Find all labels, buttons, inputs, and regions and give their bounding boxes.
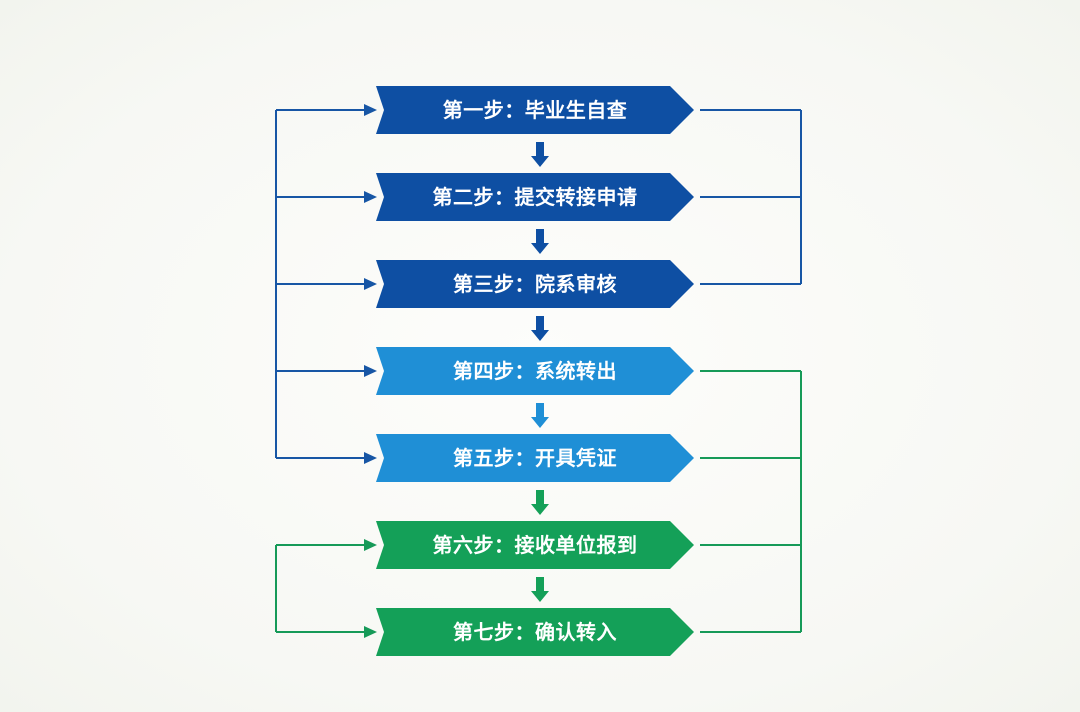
step-label-4: 第四步：系统转出 — [453, 359, 617, 383]
step-shape-4 — [376, 347, 694, 395]
step-shape-3 — [376, 260, 694, 308]
bracket-arrow-head — [364, 539, 377, 551]
step-box-6: 第六步：接收单位报到 — [376, 521, 694, 569]
flow-arrow-head — [531, 243, 549, 254]
flow-arrow-shaft — [536, 142, 544, 157]
flow-arrow-shaft — [536, 403, 544, 418]
step-box-4: 第四步：系统转出 — [376, 347, 694, 395]
step-label-5: 第五步：开具凭证 — [453, 446, 617, 470]
step-box-5: 第五步：开具凭证 — [376, 434, 694, 482]
right-blue-bracket — [700, 109, 802, 285]
step-label-7: 第七步：确认转入 — [453, 620, 617, 644]
left-green-bracket — [275, 539, 377, 638]
step-label-1: 第一步：毕业生自查 — [443, 98, 628, 122]
bracket-arrow-head — [364, 365, 377, 377]
right-green-bracket — [700, 370, 802, 633]
bracket-arrow-head — [364, 626, 377, 638]
flow-arrows-layer — [531, 142, 549, 602]
step-box-1: 第一步：毕业生自查 — [376, 86, 694, 134]
flow-arrow-5 — [531, 490, 549, 515]
bracket-arrow-head — [364, 191, 377, 203]
flow-arrow-2 — [531, 229, 549, 254]
bracket-arrow-head — [364, 278, 377, 290]
flow-arrow-head — [531, 330, 549, 341]
left-blue-bracket — [275, 104, 377, 464]
steps-layer: 第一步：毕业生自查第二步：提交转接申请第三步：院系审核第四步：系统转出第五步：开… — [376, 86, 694, 656]
flow-arrow-4 — [531, 403, 549, 428]
step-box-2: 第二步：提交转接申请 — [376, 173, 694, 221]
step-shape-5 — [376, 434, 694, 482]
flow-arrow-shaft — [536, 490, 544, 505]
step-shape-2 — [376, 173, 694, 221]
step-shape-7 — [376, 608, 694, 656]
flow-arrow-head — [531, 591, 549, 602]
connectors-layer — [275, 104, 802, 638]
bracket-arrow-head — [364, 104, 377, 116]
bracket-arrow-head — [364, 452, 377, 464]
step-box-3: 第三步：院系审核 — [376, 260, 694, 308]
step-label-2: 第二步：提交转接申请 — [433, 185, 638, 209]
step-box-7: 第七步：确认转入 — [376, 608, 694, 656]
step-shape-6 — [376, 521, 694, 569]
step-label-3: 第三步：院系审核 — [453, 272, 617, 296]
flow-arrow-head — [531, 156, 549, 167]
flow-arrow-6 — [531, 577, 549, 602]
flow-arrow-shaft — [536, 316, 544, 331]
flow-arrow-shaft — [536, 577, 544, 592]
flow-arrow-3 — [531, 316, 549, 341]
flow-arrow-1 — [531, 142, 549, 167]
step-label-6: 第六步：接收单位报到 — [433, 533, 638, 557]
flow-arrow-head — [531, 504, 549, 515]
flow-arrow-head — [531, 417, 549, 428]
step-shape-1 — [376, 86, 694, 134]
flow-arrow-shaft — [536, 229, 544, 244]
